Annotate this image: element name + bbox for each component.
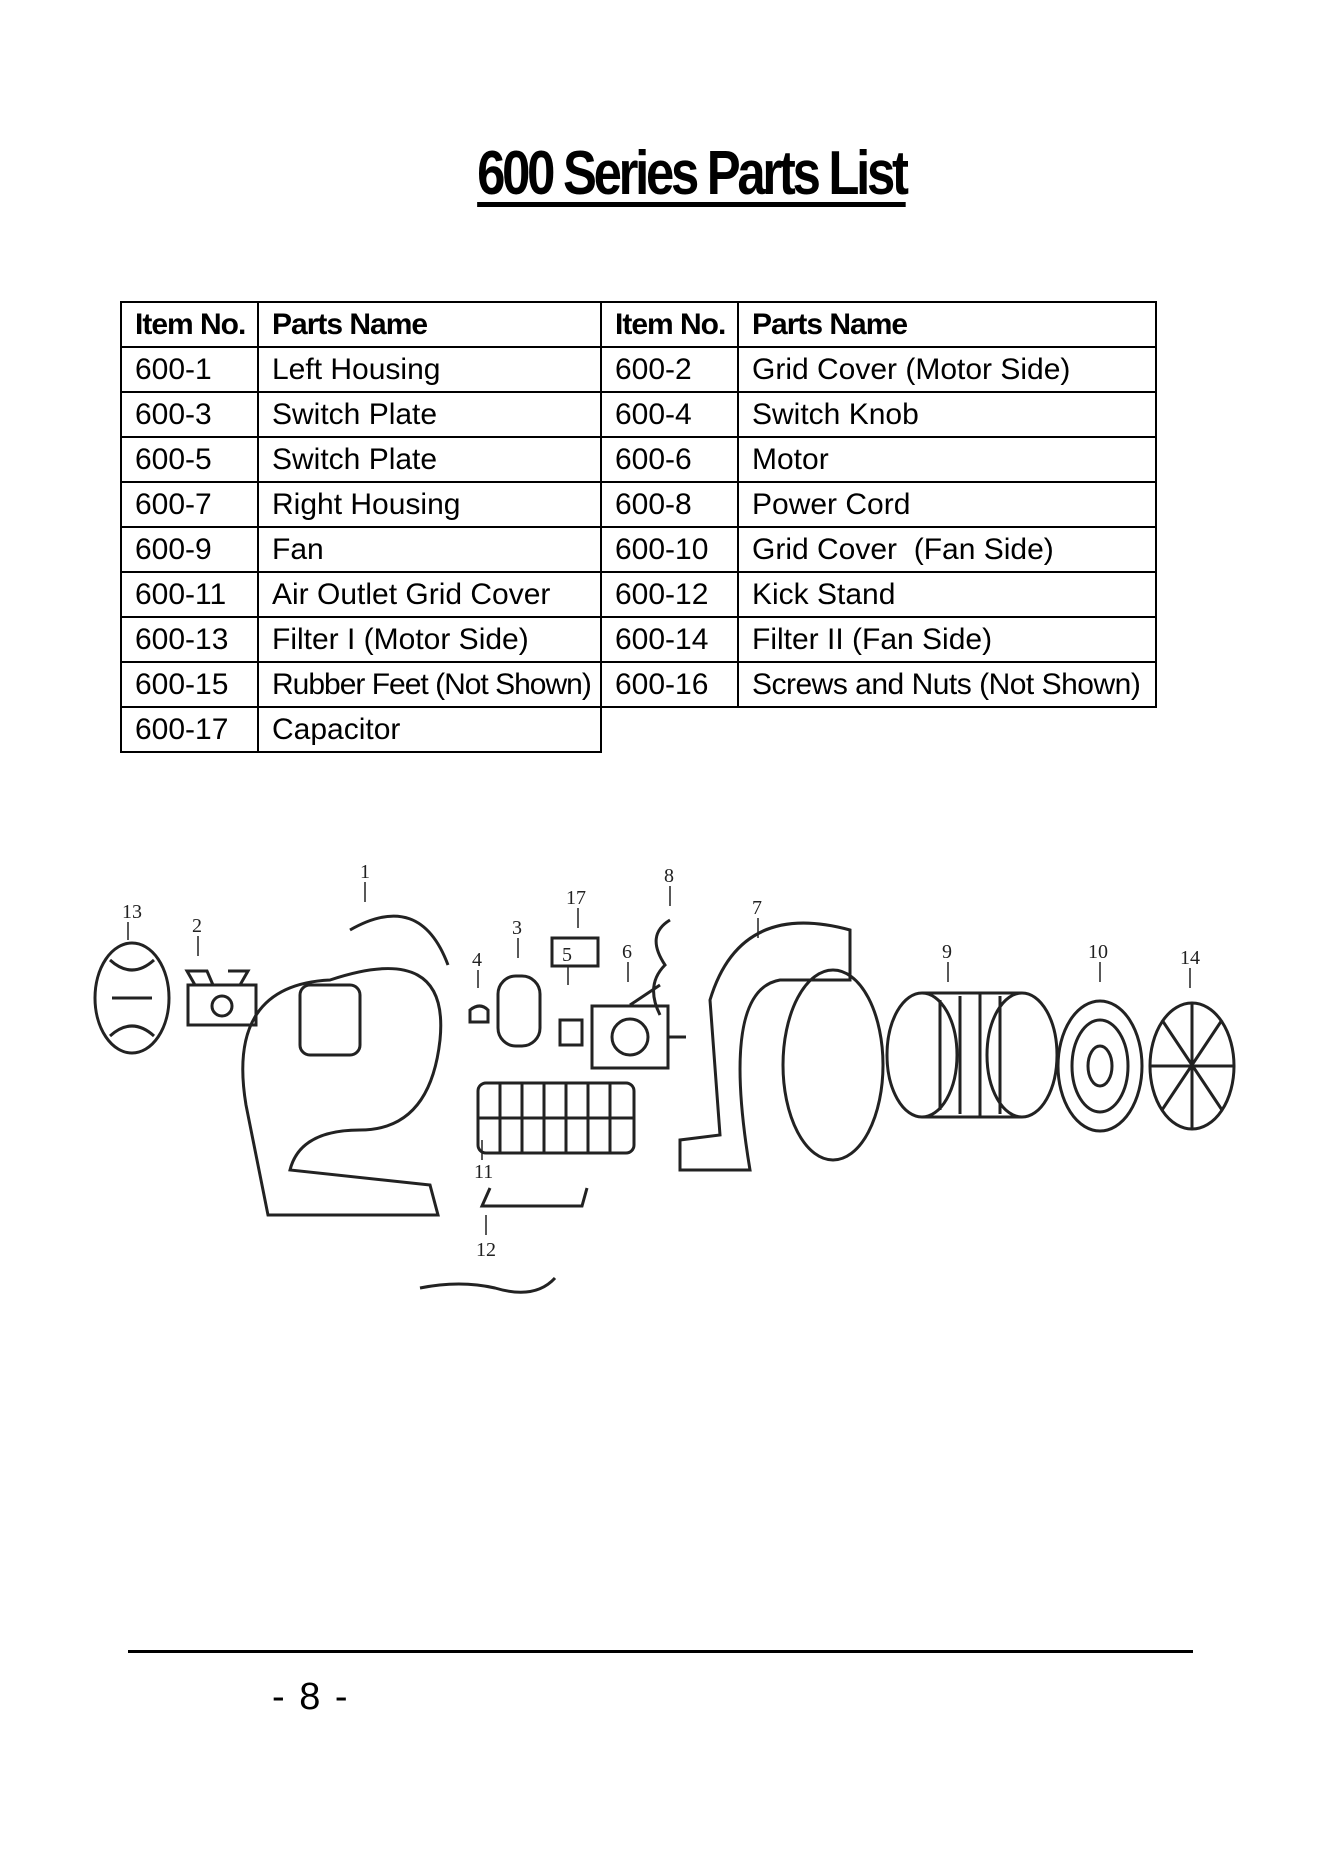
air-outlet-grid-cover-drawing [476,1081,636,1155]
item-no-cell: 600-3 [120,391,259,438]
parts-name-cell: Power Cord [737,481,1157,528]
grid-cover-motor-side-drawing [184,969,258,1027]
filter-motor-side-drawing [93,941,171,1055]
filter-fan-side-drawing [1148,1001,1236,1131]
kick-stand-drawing [479,1187,589,1208]
column-header-item-no: Item No. [120,301,259,348]
callout-11: 11 [474,1161,493,1183]
item-no-cell: 600-8 [600,481,739,528]
callout-7: 7 [752,897,762,919]
parts-name-cell: Left Housing [257,346,602,393]
callout-6: 6 [622,941,632,963]
parts-name-cell: Filter I (Motor Side) [257,616,602,663]
table-row: 600-11 Air Outlet Grid Cover 600-12 Kick… [120,571,1157,618]
capacitor-drawing [550,936,600,968]
table-row: 600-17 Capacitor [120,706,1156,753]
right-housing-drawing [678,921,885,1172]
parts-name-cell: Switch Knob [737,391,1157,438]
parts-name-cell: Right Housing [257,481,602,528]
item-no-cell: 600-15 [120,661,259,708]
switch-plate-drawing [496,974,542,1048]
parts-name-cell: Fan [257,526,602,573]
kick-stand-rod-drawing [419,1276,557,1294]
parts-name-cell: Grid Cover (Fan Side) [737,526,1157,573]
item-no-cell: 600-7 [120,481,259,528]
callout-1: 1 [360,861,370,883]
table-row: 600-9 Fan 600-10 Grid Cover (Fan Side) [120,526,1157,573]
parts-name-cell: Grid Cover (Motor Side) [737,346,1157,393]
table-row: 600-15 Rubber Feet (Not Shown) 600-16 Sc… [120,661,1157,708]
callout-13: 13 [122,901,142,923]
parts-name-cell: Screws and Nuts (Not Shown) [737,661,1157,708]
parts-name-cell: Kick Stand [737,571,1157,618]
parts-name-cell: Rubber Feet (Not Shown) [257,661,602,708]
parts-name-cell: Filter II (Fan Side) [737,616,1157,663]
footer-divider [128,1650,1193,1653]
item-no-cell: 600-13 [120,616,259,663]
column-header-parts-name: Parts Name [257,301,602,348]
empty-cell [738,707,1156,752]
table-row: 600-3 Switch Plate 600-4 Switch Knob [120,391,1157,438]
callout-3: 3 [512,917,522,939]
callout-17: 17 [566,887,586,909]
callout-5: 5 [562,944,572,966]
item-no-cell: 600-11 [120,571,259,618]
page-title: 600 Series Parts List [124,138,1258,209]
table-row: 600-5 Switch Plate 600-6 Motor [120,436,1157,483]
exploded-parts-diagram: 13 2 1 4 3 17 5 6 8 7 9 10 14 11 12 [93,861,1236,1294]
fan-drawing [885,991,1059,1119]
power-cord-drawing [629,918,671,1016]
switch-knob-drawing [468,1004,490,1024]
parts-name-cell: Capacitor [257,706,602,753]
callout-9: 9 [942,941,952,963]
item-no-cell: 600-16 [600,661,739,708]
left-housing-drawing [241,914,450,1217]
page-title-text: 600 Series Parts List [477,139,909,208]
item-no-cell: 600-9 [120,526,259,573]
item-no-cell: 600-17 [120,706,259,753]
parts-name-cell: Motor [737,436,1157,483]
parts-name-cell: Switch Plate [257,391,602,438]
item-no-cell: 600-5 [120,436,259,483]
empty-cell [601,707,738,752]
callout-10: 10 [1088,941,1108,963]
item-no-cell: 600-10 [600,526,739,573]
table-header-row: Item No. Parts Name Item No. Parts Name [120,301,1157,348]
page-number: - 8 - [272,1676,350,1718]
item-no-cell: 600-2 [600,346,739,393]
item-no-cell: 600-12 [600,571,739,618]
table-row: 600-13 Filter I (Motor Side) 600-14 Filt… [120,616,1157,663]
item-no-cell: 600-1 [120,346,259,393]
callout-4: 4 [472,949,482,971]
item-no-cell: 600-6 [600,436,739,483]
grid-cover-fan-side-drawing [1056,999,1144,1133]
parts-name-cell: Air Outlet Grid Cover [257,571,602,618]
column-header-parts-name: Parts Name [737,301,1157,348]
switch-plate-small-drawing [558,1018,584,1047]
callout-8: 8 [664,865,674,887]
callout-2: 2 [192,915,202,937]
motor-drawing [590,1004,686,1070]
parts-table: Item No. Parts Name Item No. Parts Name … [120,301,1157,753]
callout-14: 14 [1180,947,1200,969]
parts-name-cell: Switch Plate [257,436,602,483]
table-row: 600-1 Left Housing 600-2 Grid Cover (Mot… [120,346,1157,393]
item-no-cell: 600-14 [600,616,739,663]
column-header-item-no: Item No. [600,301,739,348]
item-no-cell: 600-4 [600,391,739,438]
table-row: 600-7 Right Housing 600-8 Power Cord [120,481,1157,528]
callout-12: 12 [476,1239,496,1261]
